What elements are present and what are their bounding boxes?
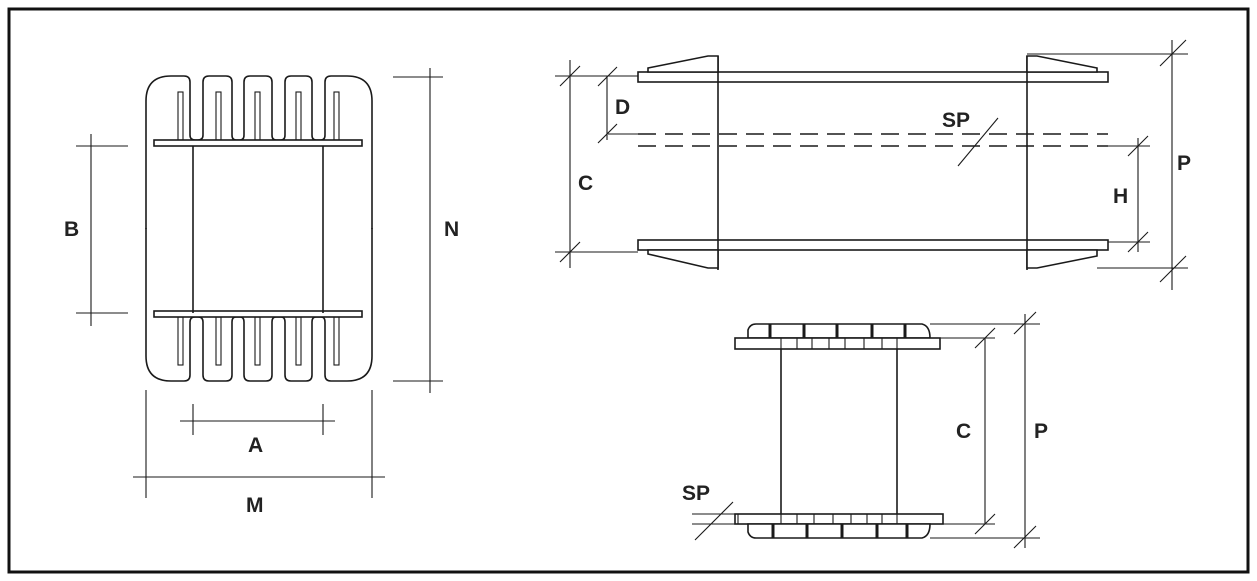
end-bottom-pins (747, 523, 931, 539)
end-top-flange (734, 337, 941, 350)
dimension-sp-end: SP (682, 482, 735, 541)
pin-slot (177, 316, 184, 366)
label-a: A (248, 434, 263, 457)
wedge-bottom-right (1026, 249, 1098, 269)
wedge-top-right (1026, 55, 1098, 73)
frame-border (7, 7, 1250, 574)
label-n: N (444, 218, 459, 241)
wedge-top-left (647, 55, 719, 73)
pin-slot (254, 91, 261, 141)
dimension-c-side: C (555, 60, 638, 268)
label-sp-side: SP (942, 109, 970, 132)
end-top-pins (747, 323, 931, 339)
dimension-sp-side: SP (942, 109, 999, 167)
label-p-side: P (1177, 152, 1191, 175)
dimension-b: B (64, 134, 128, 326)
side-bottom-flange (637, 239, 1109, 251)
pin-slot (295, 91, 302, 141)
front-view: B N A M (64, 68, 459, 517)
bobbin-bottom-half (145, 228, 373, 382)
dimension-n: N (393, 68, 459, 393)
dimension-a: A (180, 404, 335, 457)
wedge-bottom-left (647, 249, 719, 269)
pin-slot (295, 316, 302, 366)
bottom-flange (153, 310, 363, 318)
dimension-c-end: C (940, 327, 996, 535)
side-top-flange (637, 71, 1109, 83)
bobbin-top-half (145, 75, 373, 229)
end-top-pin-dividers (768, 324, 907, 338)
pin-slot (177, 91, 184, 141)
label-c-side: C (578, 172, 593, 195)
dimension-p-end: P (930, 311, 1048, 549)
label-p-end: P (1034, 420, 1048, 443)
top-flange (153, 139, 363, 147)
pin-slot (333, 316, 340, 366)
pin-slot (215, 316, 222, 366)
dimension-h: H (1108, 135, 1150, 253)
label-sp-end: SP (682, 482, 710, 505)
end-bottom-flange-segments (737, 514, 898, 524)
pin-slot (333, 91, 340, 141)
bobbin-outline-top (145, 75, 373, 229)
dimension-p-side: P (1027, 39, 1191, 290)
dimension-d: D (597, 66, 630, 144)
label-m: M (246, 494, 264, 517)
end-bottom-pin-dividers (771, 524, 909, 538)
label-b: B (64, 218, 79, 241)
pin-slot (254, 316, 261, 366)
side-view: C D SP H P (555, 39, 1191, 290)
dimension-m: M (133, 390, 385, 517)
end-top-flange-segments (780, 338, 898, 349)
label-c-end: C (956, 420, 971, 443)
bobbin-outline-bottom (145, 228, 373, 382)
end-bottom-flange (734, 513, 944, 525)
pin-slot (215, 91, 222, 141)
end-view: C P SP (682, 311, 1048, 549)
label-h: H (1113, 185, 1128, 208)
label-d: D (615, 96, 630, 119)
